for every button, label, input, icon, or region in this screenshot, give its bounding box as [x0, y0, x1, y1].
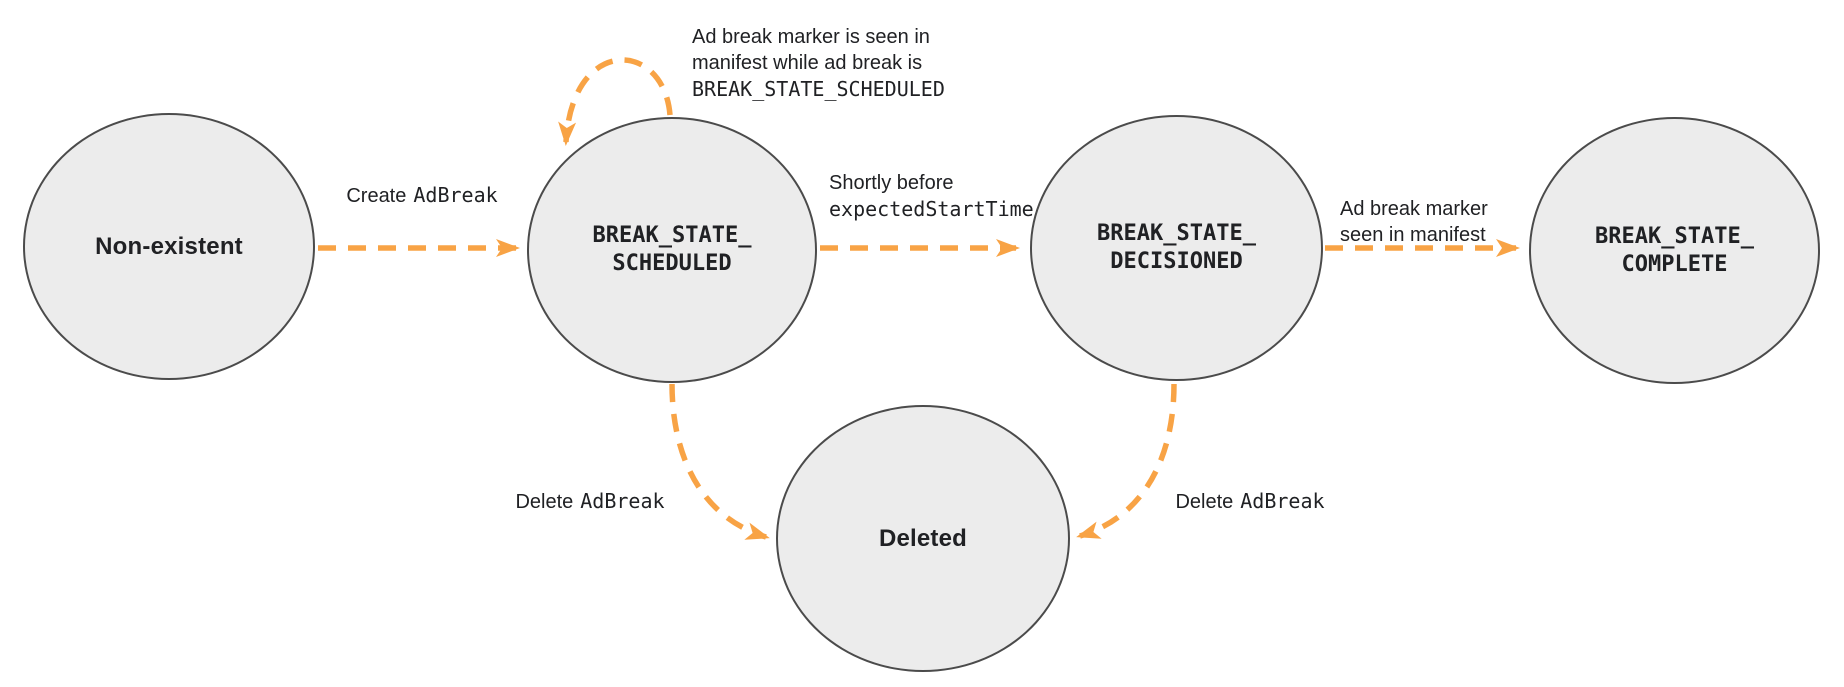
arrow-scheduled-to-deleted: [669, 383, 770, 540]
state-label-break-state-scheduled: BREAK_STATE_ SCHEDULED: [592, 223, 752, 276]
edge-label-delete-left-code: AdBreak: [580, 489, 665, 513]
edge-label-delete-left-text: Delete: [515, 491, 574, 513]
state-node-break-state-complete: BREAK_STATE_ COMPLETE: [1529, 117, 1820, 384]
edge-label-marker-seen: Ad break marker seen in manifest: [1340, 170, 1488, 248]
edge-label-delete-adbreak-left: Delete AdBreak: [515, 488, 664, 515]
edge-label-shortly-before-text: Shortly before: [829, 172, 954, 194]
edge-label-self-loop-line1: Ad break marker is seen in: [692, 26, 930, 48]
edge-label-delete-right-code: AdBreak: [1240, 489, 1325, 513]
edge-label-self-loop-code: BREAK_STATE_SCHEDULED: [692, 77, 945, 101]
arrow-self-loop-scheduled: [558, 57, 673, 146]
edge-label-delete-adbreak-right: Delete AdBreak: [1175, 488, 1324, 515]
edge-label-marker-seen-text: Ad break marker seen in manifest: [1340, 198, 1488, 246]
state-node-non-existent: Non-existent: [23, 113, 315, 380]
edge-label-shortly-before-code: expectedStartTime: [829, 197, 1034, 221]
state-node-break-state-decisioned: BREAK_STATE_ DECISIONED: [1030, 115, 1323, 381]
state-label-deleted: Deleted: [878, 524, 968, 552]
edge-label-self-loop: Ad break marker is seen in manifest whil…: [692, 24, 945, 102]
edge-label-create-text: Create: [346, 185, 407, 207]
edge-label-create-adbreak: Create AdBreak: [346, 182, 497, 209]
edge-label-shortly-before: Shortly before expectedStartTime: [829, 170, 1034, 222]
edge-label-self-loop-line2: manifest while ad break is: [692, 52, 923, 74]
edge-label-delete-right-text: Delete: [1175, 491, 1234, 513]
state-node-deleted: Deleted: [776, 405, 1070, 672]
state-label-break-state-complete: BREAK_STATE_ COMPLETE: [1595, 223, 1754, 277]
state-node-break-state-scheduled: BREAK_STATE_ SCHEDULED: [527, 117, 817, 383]
state-label-non-existent: Non-existent: [95, 232, 243, 260]
state-label-break-state-decisioned: BREAK_STATE_ DECISIONED: [1097, 221, 1256, 274]
edge-label-create-code: AdBreak: [413, 183, 498, 207]
arrow-decisioned-to-deleted: [1076, 383, 1177, 539]
